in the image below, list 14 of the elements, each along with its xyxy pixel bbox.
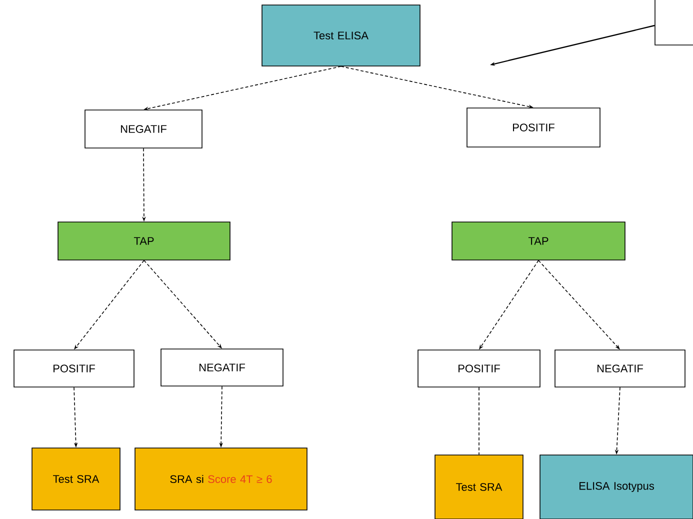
result-box: NEGATIF (160, 348, 284, 386)
result-box: POSITIF (466, 108, 600, 148)
result-box: NEGATIF (84, 110, 202, 148)
result-box: POSITIF (418, 350, 540, 388)
tap-box: TAP (58, 222, 230, 260)
test-box: ELISA Isotypus (540, 454, 693, 519)
result-box: NEGATIF (554, 350, 686, 388)
test-box: Test SRA (434, 454, 524, 519)
result-box: POSITIF (14, 350, 134, 388)
note-box (654, 0, 693, 46)
test-box: Test SRA (32, 448, 120, 510)
tap-box: TAP (452, 222, 626, 260)
test-box: Test ELISA (262, 4, 420, 66)
test-box: SRA si Score 4T ≥ 6 (134, 448, 308, 510)
